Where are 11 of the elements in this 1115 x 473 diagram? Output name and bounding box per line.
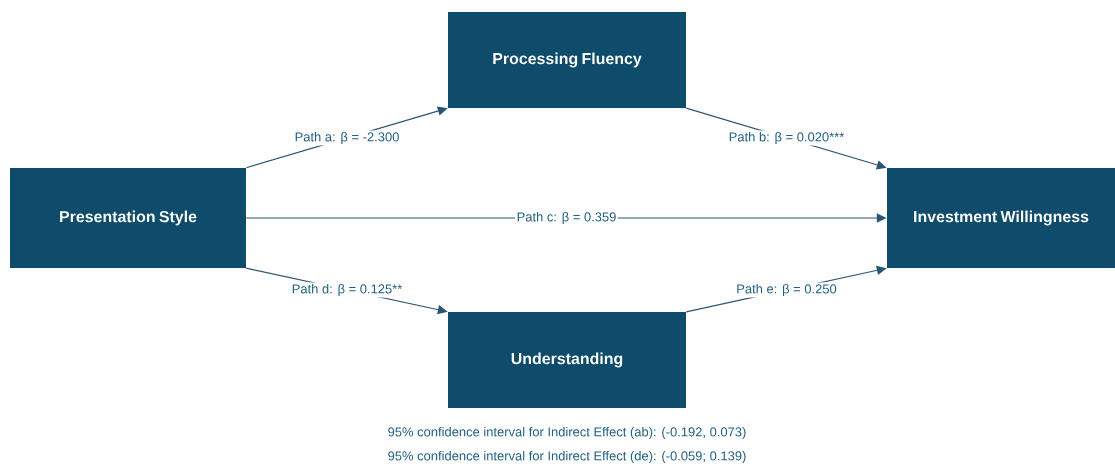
note-text: 95% confidence interval for Indirect Effect (de): (-0.059; 0.139) xyxy=(388,450,746,464)
edge-label: Path b: β = 0.020*** xyxy=(727,130,846,146)
process-box: Understanding xyxy=(448,312,686,408)
edge-label: Path c: β = 0.359 xyxy=(515,210,618,226)
edge-label: Path d: β = 0.125** xyxy=(290,282,404,298)
edge-label: Path a: β = -2.300 xyxy=(293,130,401,146)
note-text: 95% confidence interval for Indirect Effect (ab): (-0.192, 0.073) xyxy=(388,426,746,440)
process-box: Presentation Style xyxy=(10,168,246,268)
process-box: Processing Fluency xyxy=(448,12,686,108)
edge-label: Path e: β = 0.250 xyxy=(734,282,839,298)
process-box: Investment Willingness xyxy=(887,168,1115,268)
